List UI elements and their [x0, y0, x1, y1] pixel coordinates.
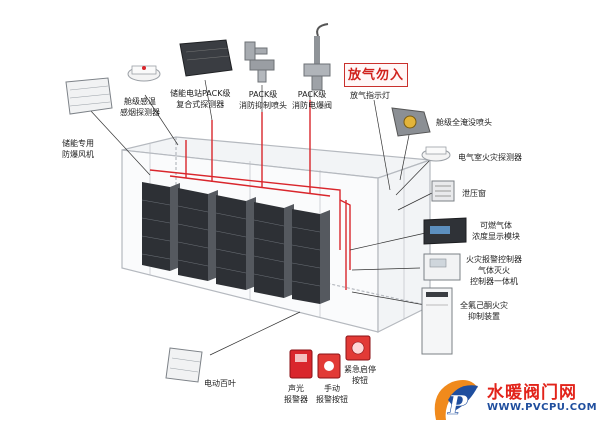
louver-icon [165, 347, 203, 383]
label-pack-valve: PACK级 消防电爆阀 [292, 90, 332, 110]
battery-rack-3 [216, 195, 256, 290]
gas-display-icon [423, 217, 467, 245]
label-emergency-stop: 紧急启停 按钮 [344, 365, 376, 385]
alarm-light-icon [289, 349, 313, 379]
pressure-window-icon [431, 180, 455, 202]
label-gas-concentration: 可燃气体 浓度显示模块 [472, 221, 520, 241]
label-sound-light-alarm: 声光 报警器 [284, 384, 308, 404]
label-explosion-fan: 储能专用 防爆风机 [62, 139, 94, 159]
label-release-indicator: 放气指示灯 [350, 91, 390, 100]
label-manual-alarm: 手动 报警按钮 [316, 384, 348, 404]
watermark-url: WWW.PVCPU.COM [487, 402, 598, 413]
valve-icon [303, 23, 331, 91]
battery-rack-5 [292, 209, 330, 304]
battery-rack-2 [178, 188, 218, 281]
label-flood-nozzle: 舱级全淹没喷头 [436, 118, 492, 127]
label-hfc-device: 全氟己酮火灾 抑制装置 [460, 301, 508, 321]
electrical-detector-icon [421, 146, 451, 162]
label-electric-louver: 电动百叶 [204, 379, 236, 388]
label-electrical-detector: 电气室火灾探测器 [458, 153, 522, 162]
release-indicator-sign: 放气勿入 [344, 63, 408, 87]
svg-text:P: P [447, 391, 469, 421]
rack-module-lines [141, 199, 321, 287]
nozzle-icon [244, 41, 275, 83]
label-pack-detector: 储能电站PACK级 复合式探测器 [170, 89, 231, 109]
label-pressure-window: 泄压窗 [462, 189, 486, 198]
smoke-detector-icon [127, 65, 161, 82]
leader-lines [89, 79, 439, 356]
fire-pipes [149, 100, 351, 290]
battery-rack-4 [254, 202, 294, 298]
pack-detector-icon [179, 39, 233, 77]
label-fire-controller: 火灾报警控制器 气体灭火 控制器一体机 [466, 255, 522, 286]
fan-icon [65, 77, 113, 115]
hfc-cabinet-icon [421, 287, 453, 355]
battery-racks [141, 182, 330, 304]
controller-icon [423, 253, 461, 281]
watermark-logo-icon: P [434, 380, 478, 421]
flood-nozzle-icon [391, 107, 431, 137]
label-pack-nozzle: PACK级 消防抑制喷头 [239, 90, 287, 110]
emergency-button-icon [345, 335, 371, 361]
manual-alarm-icon [317, 353, 341, 379]
label-cabin-temp-smoke: 舱级感温 感烟探测器 [120, 97, 160, 117]
watermark-name: 水暖阀门网 [487, 383, 577, 403]
battery-rack-1 [142, 182, 180, 271]
